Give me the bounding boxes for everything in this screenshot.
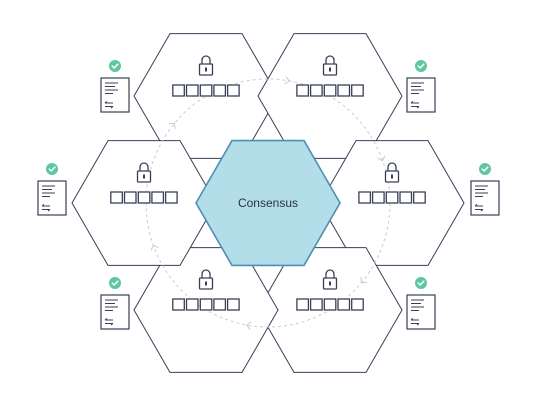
block — [137, 191, 151, 204]
center-layer: Consensus — [238, 196, 298, 210]
doc-right — [470, 163, 500, 216]
node-bottom-left — [172, 269, 240, 311]
block-chain — [110, 191, 178, 204]
cycle-arrow — [246, 321, 252, 330]
node-top-left — [172, 55, 240, 97]
check-icon — [415, 60, 427, 72]
doc-top-left — [100, 60, 130, 113]
block — [164, 191, 178, 204]
document-icon — [470, 180, 500, 216]
cycle-arrow — [360, 277, 368, 284]
block — [199, 84, 213, 97]
block — [172, 84, 185, 97]
block — [172, 298, 185, 311]
lock-icon — [322, 55, 338, 76]
cycle-arrow — [150, 244, 159, 251]
block — [199, 298, 213, 311]
block — [399, 191, 413, 204]
block — [337, 84, 351, 97]
node-left — [110, 162, 178, 204]
lock-icon — [384, 162, 400, 183]
block — [337, 298, 351, 311]
block — [185, 298, 199, 311]
node-contents — [110, 55, 426, 311]
lock-icon — [322, 269, 338, 290]
consensus-hexagon — [195, 139, 341, 267]
block — [123, 191, 137, 204]
check-icon — [479, 163, 491, 175]
lock-icon — [198, 269, 214, 290]
check-icon — [109, 277, 121, 289]
block — [151, 191, 165, 204]
block — [351, 84, 364, 97]
block — [323, 84, 337, 97]
document-icon — [37, 180, 67, 216]
block — [226, 298, 240, 311]
node-right — [358, 162, 426, 204]
doc-left — [37, 163, 67, 216]
block — [309, 84, 323, 97]
block — [296, 298, 310, 311]
block-chain — [296, 298, 364, 311]
check-icon — [415, 277, 427, 289]
block — [385, 191, 399, 204]
lock-icon — [136, 162, 152, 183]
doc-bottom-left — [100, 277, 130, 330]
cycle-arrow — [168, 122, 176, 129]
document-icon — [100, 77, 130, 113]
block — [371, 191, 385, 204]
block — [213, 84, 227, 97]
doc-top-right — [406, 60, 436, 113]
documents — [37, 60, 500, 330]
lock-icon — [198, 55, 214, 76]
block — [185, 84, 199, 97]
center-label: Consensus — [238, 196, 298, 210]
node-top-right — [296, 55, 364, 97]
node-bottom-right — [296, 269, 364, 311]
block — [358, 191, 372, 204]
cycle-arrow — [284, 76, 290, 85]
block — [110, 191, 123, 204]
block — [323, 298, 337, 311]
block — [309, 298, 323, 311]
cycle-arrow — [377, 155, 386, 162]
document-icon — [100, 294, 130, 330]
block — [351, 298, 364, 311]
block-chain — [172, 298, 240, 311]
block — [213, 298, 227, 311]
block — [413, 191, 426, 204]
check-icon — [46, 163, 58, 175]
block — [226, 84, 240, 97]
block-chain — [358, 191, 426, 204]
block-chain — [172, 84, 240, 97]
check-icon — [109, 60, 121, 72]
document-icon — [406, 77, 436, 113]
document-icon — [406, 294, 436, 330]
block — [296, 84, 310, 97]
block-chain — [296, 84, 364, 97]
doc-bottom-right — [406, 277, 436, 330]
